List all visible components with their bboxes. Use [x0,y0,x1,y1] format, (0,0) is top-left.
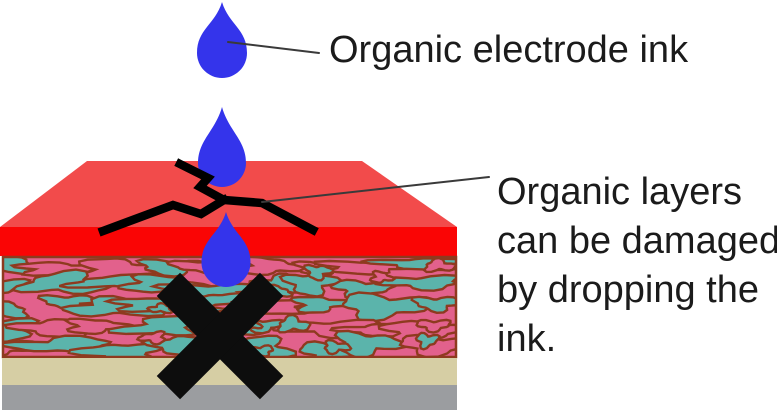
active-layer-blob [67,342,169,358]
damage-note-line-3: by dropping the [497,269,759,311]
leader-line-electrode-ink [227,41,320,54]
damage-note-line-4: ink. [497,318,557,360]
active-layer-blob [276,313,312,334]
crack-left-branch [97,194,230,237]
x-mark-bar-2 [156,272,284,400]
base-electrode-layer [2,385,457,410]
active-layer-blob [135,329,167,346]
active-layer-blob [302,263,335,282]
active-layer-blob [368,269,397,284]
damage-note-line-2: can be damaged [497,220,777,262]
ink-droplet-lower [201,212,251,287]
ink-droplet-top [197,2,247,78]
active-layer-blob [410,295,457,315]
active-layer-blob [323,338,353,356]
crack-icon [97,158,319,237]
crack-main-branch [174,158,319,236]
leader-line-damage-note [261,176,490,203]
active-layer-blob [414,331,441,351]
x-mark-icon [156,272,284,400]
active-layer-blob [415,318,452,334]
label-damage-note: Organic layers can be damaged by droppin… [497,168,777,364]
damage-note-line-1: Organic layers [497,171,742,213]
label-electrode-ink: Organic electrode ink [329,29,689,71]
ink-droplet-middle [198,107,246,187]
top-electrode-top-face [0,161,457,227]
active-layer-blob [422,256,457,274]
active-layer-blob [288,295,354,314]
active-layer-blob [63,317,139,336]
